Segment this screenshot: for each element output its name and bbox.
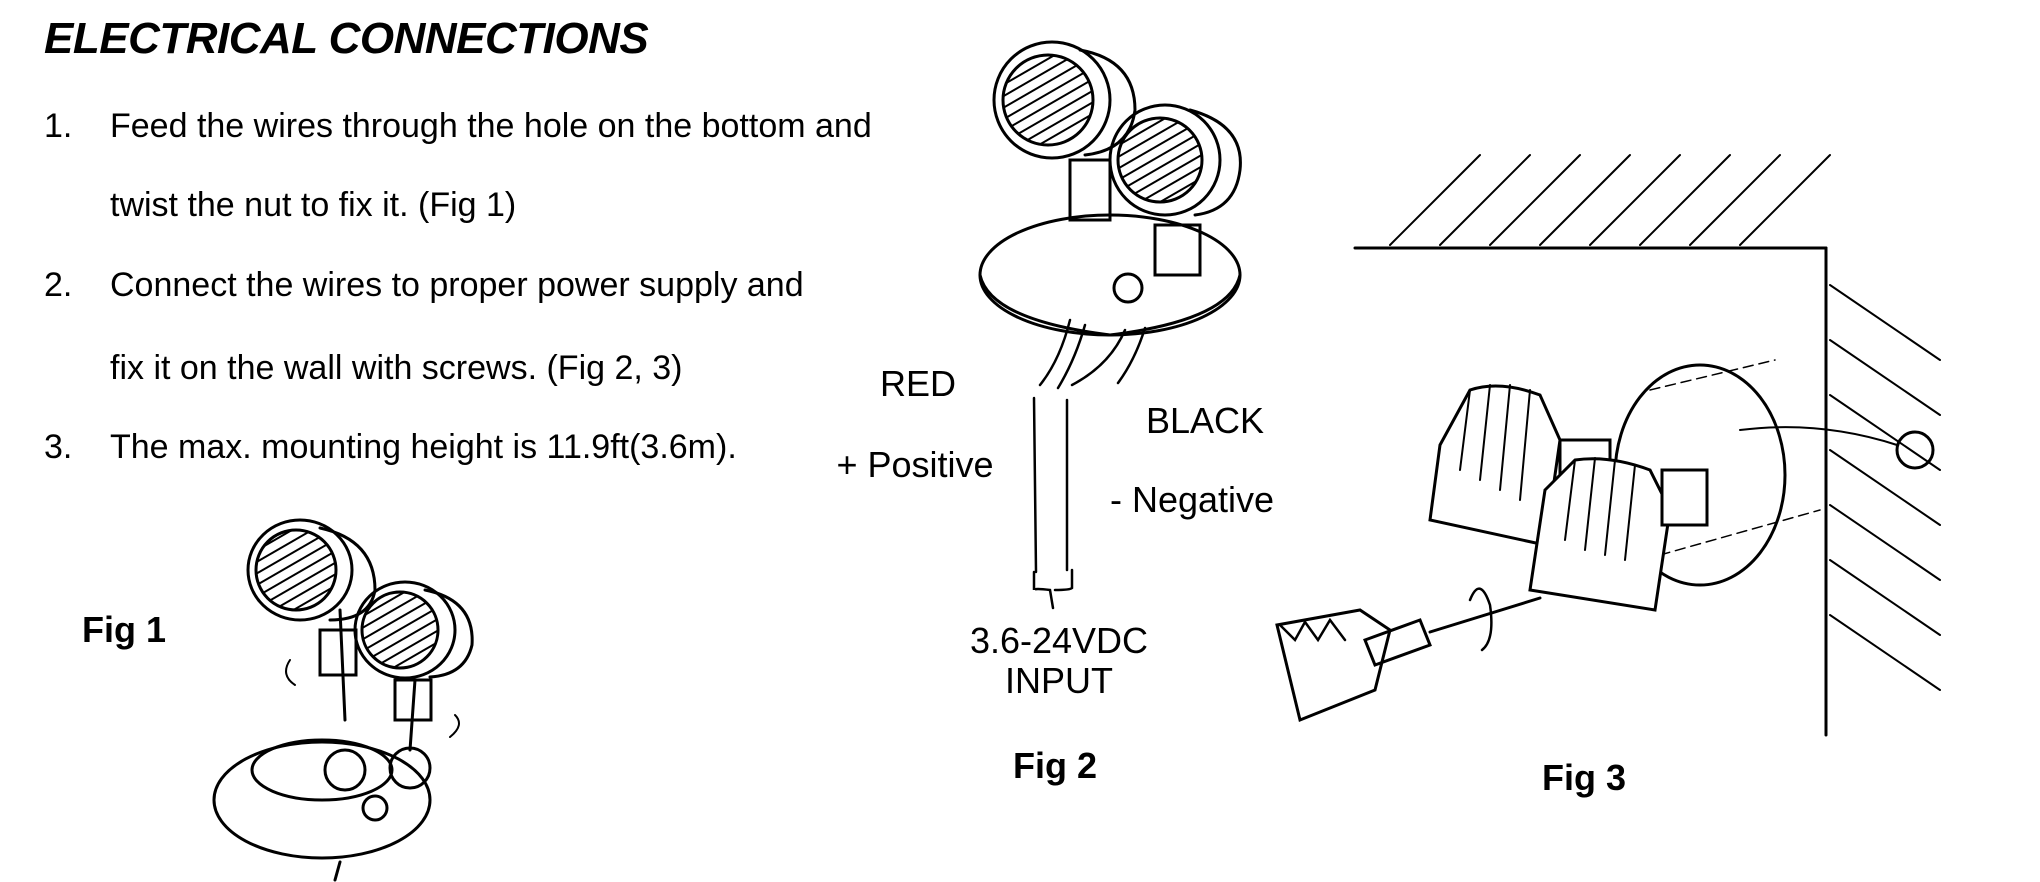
step-2-line-1: Connect the wires to proper power supply…	[110, 266, 804, 304]
step-3-line-1: The max. mounting height is 11.9ft(3.6m)…	[110, 428, 737, 466]
fig1-lamp-drawing	[212, 518, 474, 882]
step-1-number: 1.	[44, 107, 73, 145]
negative-label: - Negative	[1109, 479, 1275, 520]
positive-label: + Positive	[836, 444, 994, 485]
fig3-wall-drawing	[1353, 154, 1941, 737]
input-voltage-label: 3.6-24VDC	[969, 620, 1149, 661]
step-1-line-1: Feed the wires through the hole on the b…	[110, 107, 872, 145]
fig2-lamp-drawing	[978, 40, 1242, 610]
step-3-number: 3.	[44, 428, 73, 466]
page-title: ELECTRICAL CONNECTIONS	[44, 14, 649, 63]
step-2-line-2: fix it on the wall with screws. (Fig 2, …	[110, 349, 683, 387]
red-wire-label: RED	[879, 363, 957, 404]
black-wire-label: BLACK	[1145, 400, 1265, 441]
input-label: INPUT	[1005, 660, 1113, 701]
fig3-caption: Fig 3	[1541, 757, 1627, 798]
fig1-caption: Fig 1	[81, 609, 167, 650]
fig3-screwdriver-hand-drawing	[1275, 587, 1542, 723]
fig2-caption: Fig 2	[1012, 745, 1098, 786]
step-1-line-2: twist the nut to fix it. (Fig 1)	[110, 186, 517, 224]
step-2-number: 2.	[44, 266, 73, 304]
